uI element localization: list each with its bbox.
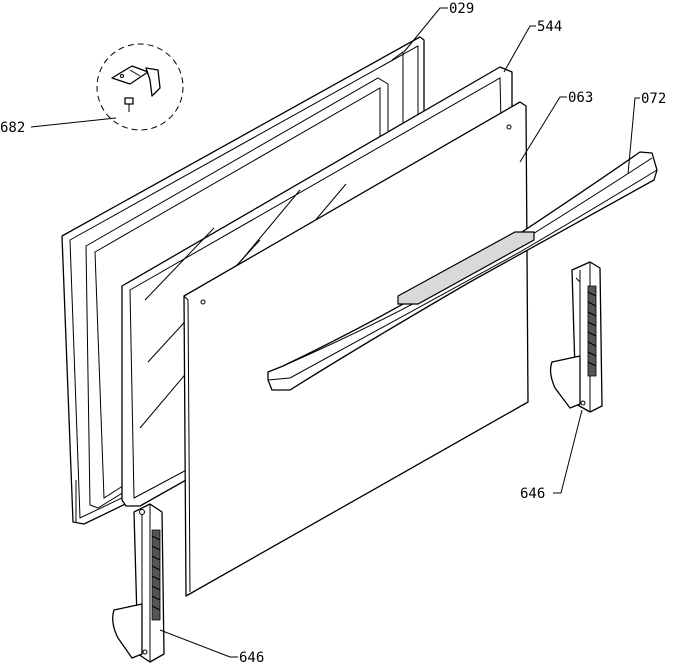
leader-029 bbox=[403, 7, 448, 53]
callout-544: 544 bbox=[537, 19, 562, 35]
leader-lines bbox=[30, 7, 640, 658]
callout-646-right: 646 bbox=[520, 486, 545, 502]
callout-072: 072 bbox=[641, 91, 666, 107]
leader-063 bbox=[519, 96, 567, 163]
leader-072 bbox=[627, 97, 640, 175]
callout-063: 063 bbox=[568, 90, 593, 106]
leader-646-right bbox=[553, 409, 583, 494]
callout-646-left: 646 bbox=[239, 650, 264, 666]
hinge-left bbox=[112, 503, 165, 663]
leader-646-left bbox=[159, 629, 238, 658]
callout-682: 682 bbox=[0, 120, 25, 136]
clip-detail-circle bbox=[96, 43, 184, 131]
leader-682 bbox=[30, 117, 117, 128]
leader-544 bbox=[503, 25, 536, 73]
hinge-right bbox=[549, 261, 603, 413]
door-handle bbox=[267, 151, 658, 391]
callout-029: 029 bbox=[449, 1, 474, 17]
